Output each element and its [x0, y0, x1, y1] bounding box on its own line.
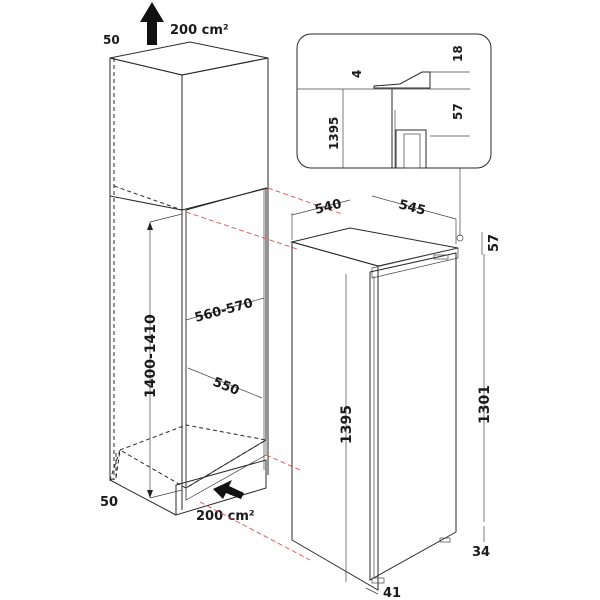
- detail-height-label: 1395: [327, 117, 341, 150]
- niche-height-label: 1400-1410: [143, 314, 159, 398]
- niche-back: [185, 187, 267, 489]
- niche-width-label: 560-570: [193, 296, 255, 326]
- detail-gap-right-top-label: 18: [451, 45, 465, 62]
- foot-depth-label: 41: [383, 586, 401, 600]
- fridge-height-label: 1395: [339, 405, 355, 444]
- detail-gap-top-label: 4: [350, 70, 364, 78]
- fridge-depth-label: 545: [397, 197, 427, 219]
- top-vent-label: 200 cm²: [170, 23, 229, 38]
- alignment-guides: [185, 187, 343, 561]
- airflow-in-arrow-icon: [213, 480, 244, 499]
- bottom-offset-label: 50: [100, 495, 118, 510]
- door-height-label: 1301: [477, 385, 493, 424]
- fridge-width-label: 540: [313, 197, 343, 218]
- top-gap-label: 57: [487, 234, 502, 252]
- refrigerator: 540 545 57 1395 1301 34 41: [290, 195, 502, 600]
- bottom-gap-label: 34: [472, 545, 490, 560]
- detail-callout-marker: [456, 234, 464, 242]
- airflow-up-arrow-icon: [140, 2, 164, 45]
- top-vent: 200 cm² 50: [103, 2, 229, 47]
- bottom-vent-label: 200 cm²: [196, 509, 255, 524]
- niche-depth-label: 550: [211, 375, 242, 399]
- top-offset-label: 50: [103, 33, 120, 47]
- cabinet: 1400-1410 560-570 550: [109, 41, 269, 516]
- bottom-vent: 200 cm² 50: [100, 480, 255, 524]
- detail-inset: 4 18 57 1395: [296, 33, 492, 242]
- detail-gap-right-bottom-label: 57: [451, 103, 465, 120]
- fridge-door: [369, 252, 457, 581]
